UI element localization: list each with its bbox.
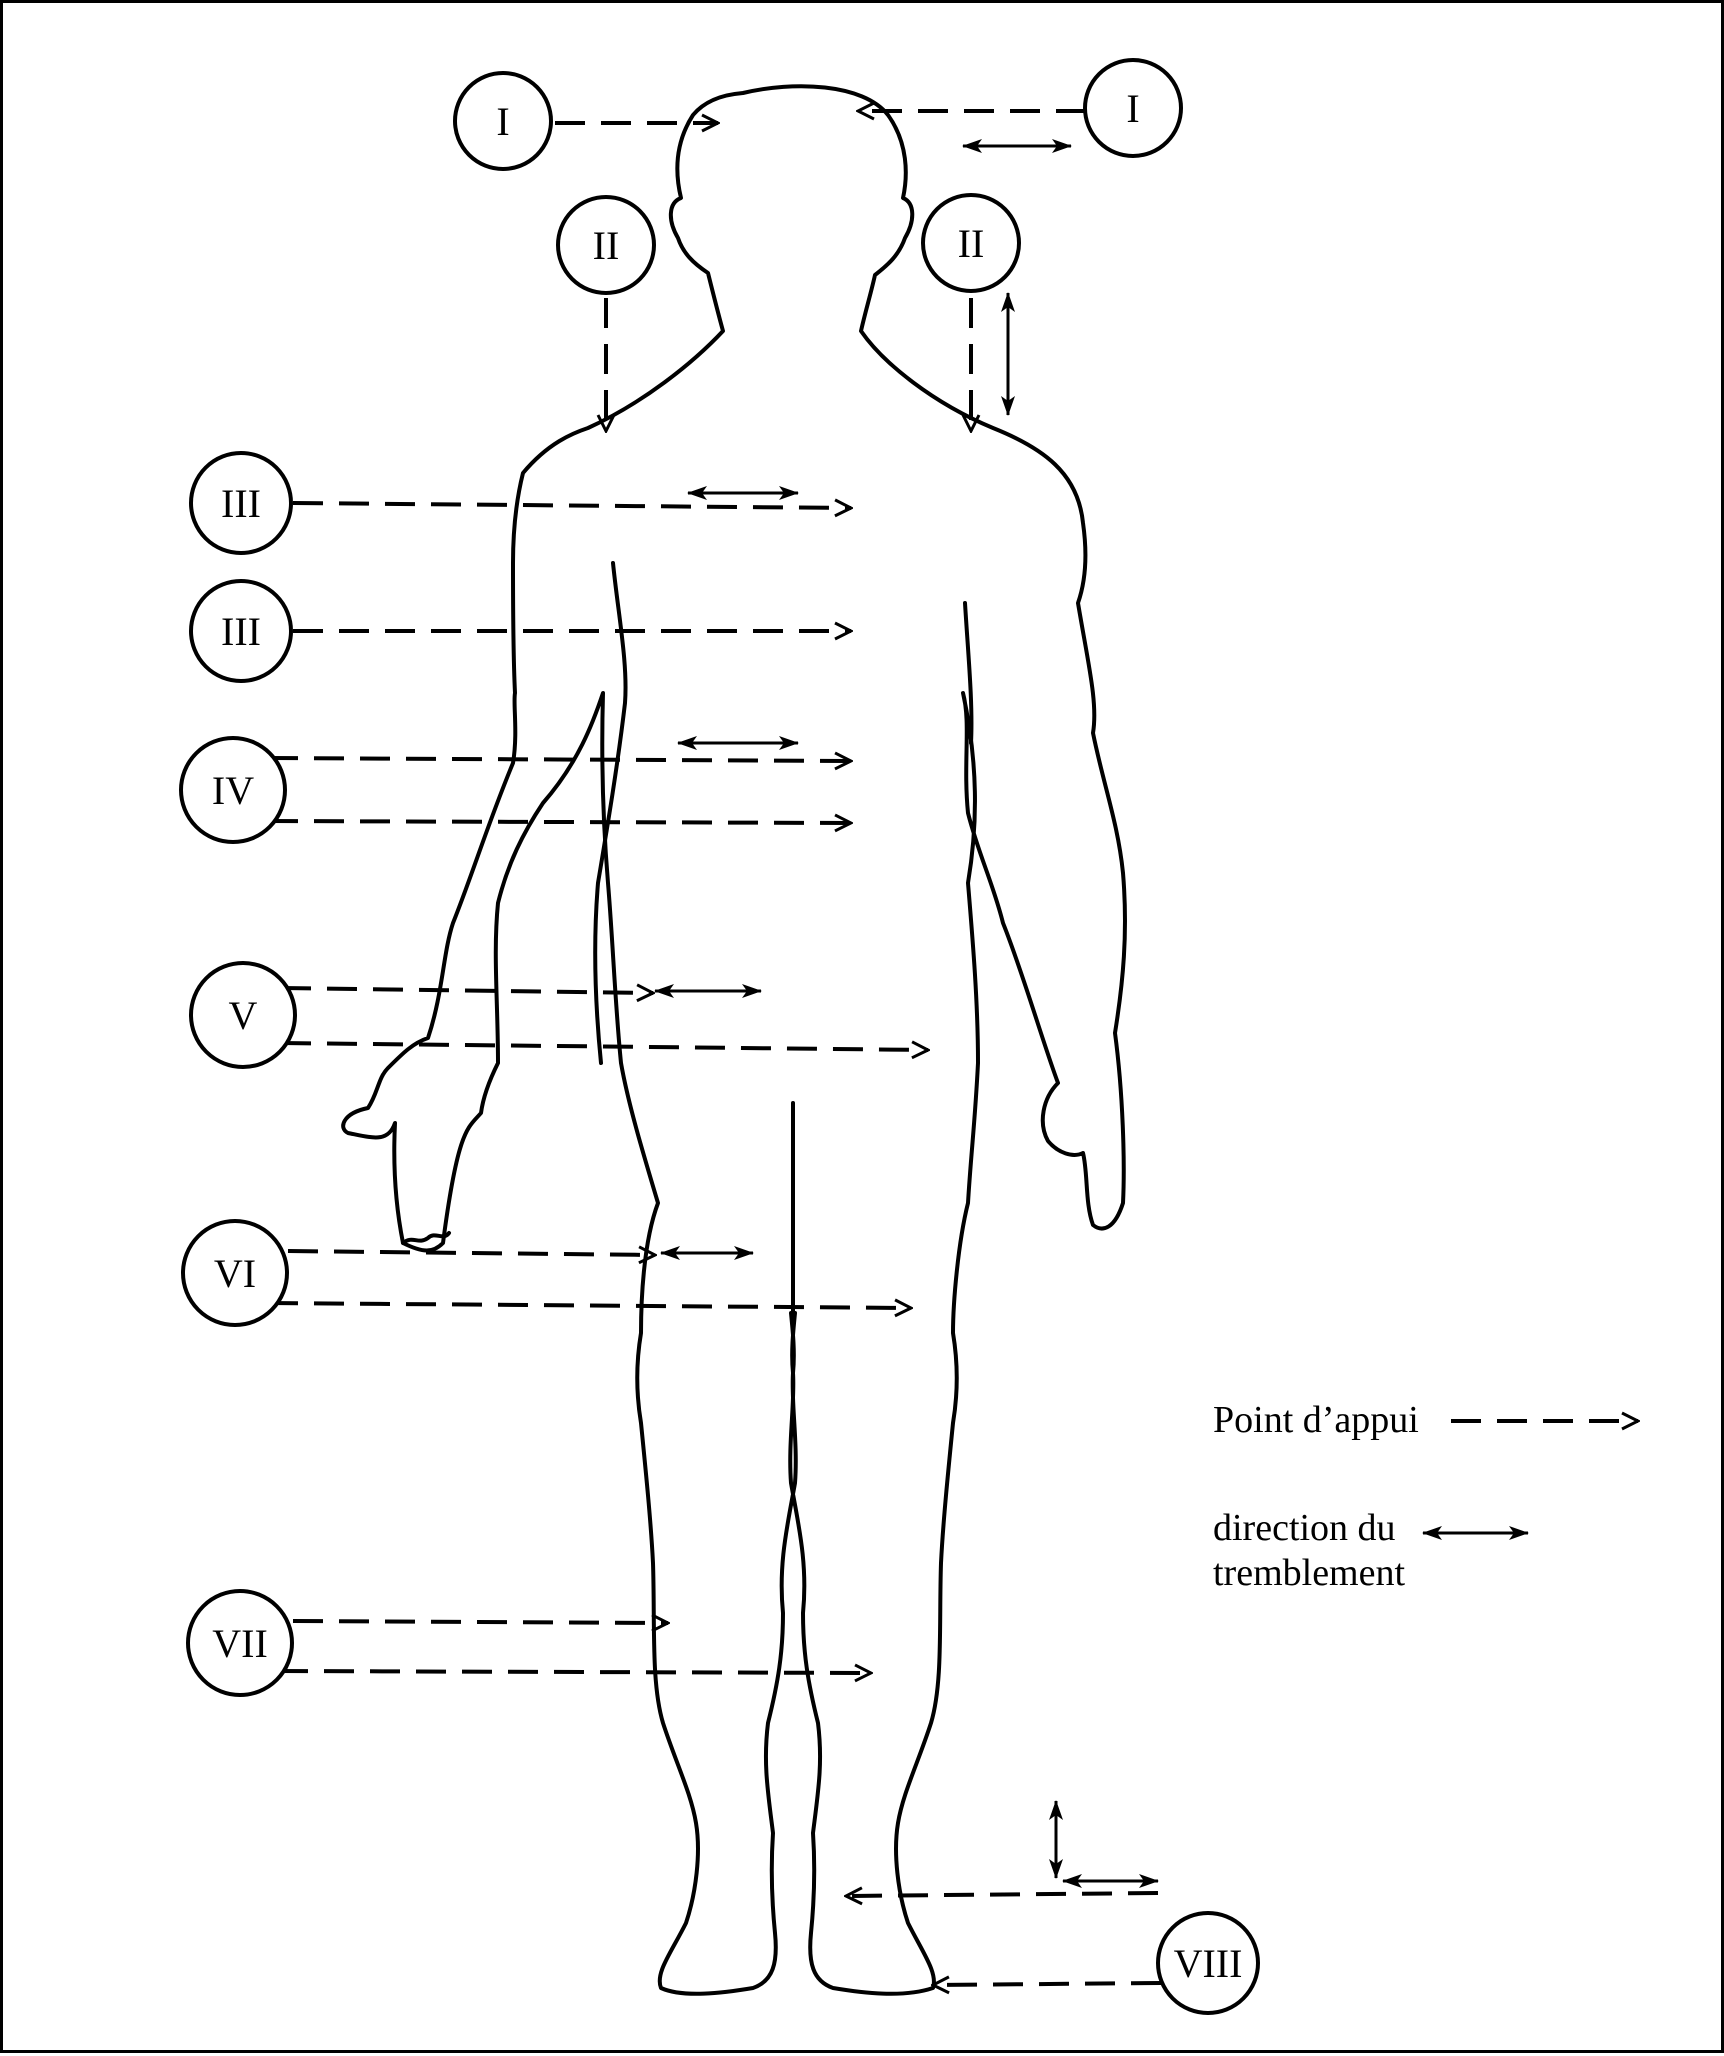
body-diagram: I I II II III III IV V VI VII VIII xyxy=(179,58,1724,2015)
arrow-foot-1 xyxy=(846,1893,1159,1896)
svg-text:III: III xyxy=(221,609,261,654)
marker-foot: VIII xyxy=(1156,1911,1260,2015)
legend-direction-label-line1: direction du xyxy=(1213,1507,1396,1549)
marker-elbow: IV xyxy=(179,736,287,844)
body-outline xyxy=(341,84,1127,1996)
legend-direction-label-line2: tremblement xyxy=(1213,1552,1406,1594)
svg-text:VI: VI xyxy=(214,1251,256,1296)
support-point-arrows xyxy=(267,111,1162,1985)
svg-text:IV: IV xyxy=(212,768,254,813)
svg-text:II: II xyxy=(958,221,985,266)
arrow-foot-2 xyxy=(933,1983,1162,1985)
marker-wrist: VI xyxy=(181,1219,289,1327)
arrow-knee-1 xyxy=(292,1621,668,1623)
arrow-wrist-1 xyxy=(287,1251,655,1255)
svg-text:III: III xyxy=(221,481,261,526)
marker-shoulder-right: II xyxy=(921,193,1021,293)
arrow-forearm-2 xyxy=(280,1043,928,1050)
svg-text:II: II xyxy=(593,223,620,268)
marker-head-right: I xyxy=(1083,58,1183,158)
marker-arm-upper: III xyxy=(189,451,293,555)
arrow-elbow-2 xyxy=(267,821,851,823)
marker-arm-mid: III xyxy=(189,579,293,683)
arrow-wrist-2 xyxy=(267,1303,911,1308)
left-hand-fingers xyxy=(401,1231,451,1245)
arrow-knee-2 xyxy=(277,1671,871,1673)
legend-support-label: Point d’appui xyxy=(1213,1399,1419,1441)
arrow-forearm-1 xyxy=(280,988,653,993)
svg-text:I: I xyxy=(496,99,509,144)
marker-head-left: I xyxy=(453,71,553,171)
svg-text:I: I xyxy=(1126,86,1139,131)
body-silhouette xyxy=(341,84,1127,1996)
left-arm-inner-line xyxy=(593,561,628,1065)
marker-shoulder-left: II xyxy=(556,195,656,295)
arrow-arm-upper xyxy=(292,503,851,508)
right-arm-inner-line xyxy=(963,601,974,745)
marker-knee: VII xyxy=(186,1589,294,1697)
marker-forearm: V xyxy=(189,961,297,1069)
svg-text:V: V xyxy=(229,993,258,1038)
svg-text:VII: VII xyxy=(212,1621,268,1666)
arrow-elbow-1 xyxy=(267,758,851,761)
svg-text:VIII: VIII xyxy=(1174,1941,1243,1986)
tremor-direction-arrows xyxy=(654,139,1529,1888)
